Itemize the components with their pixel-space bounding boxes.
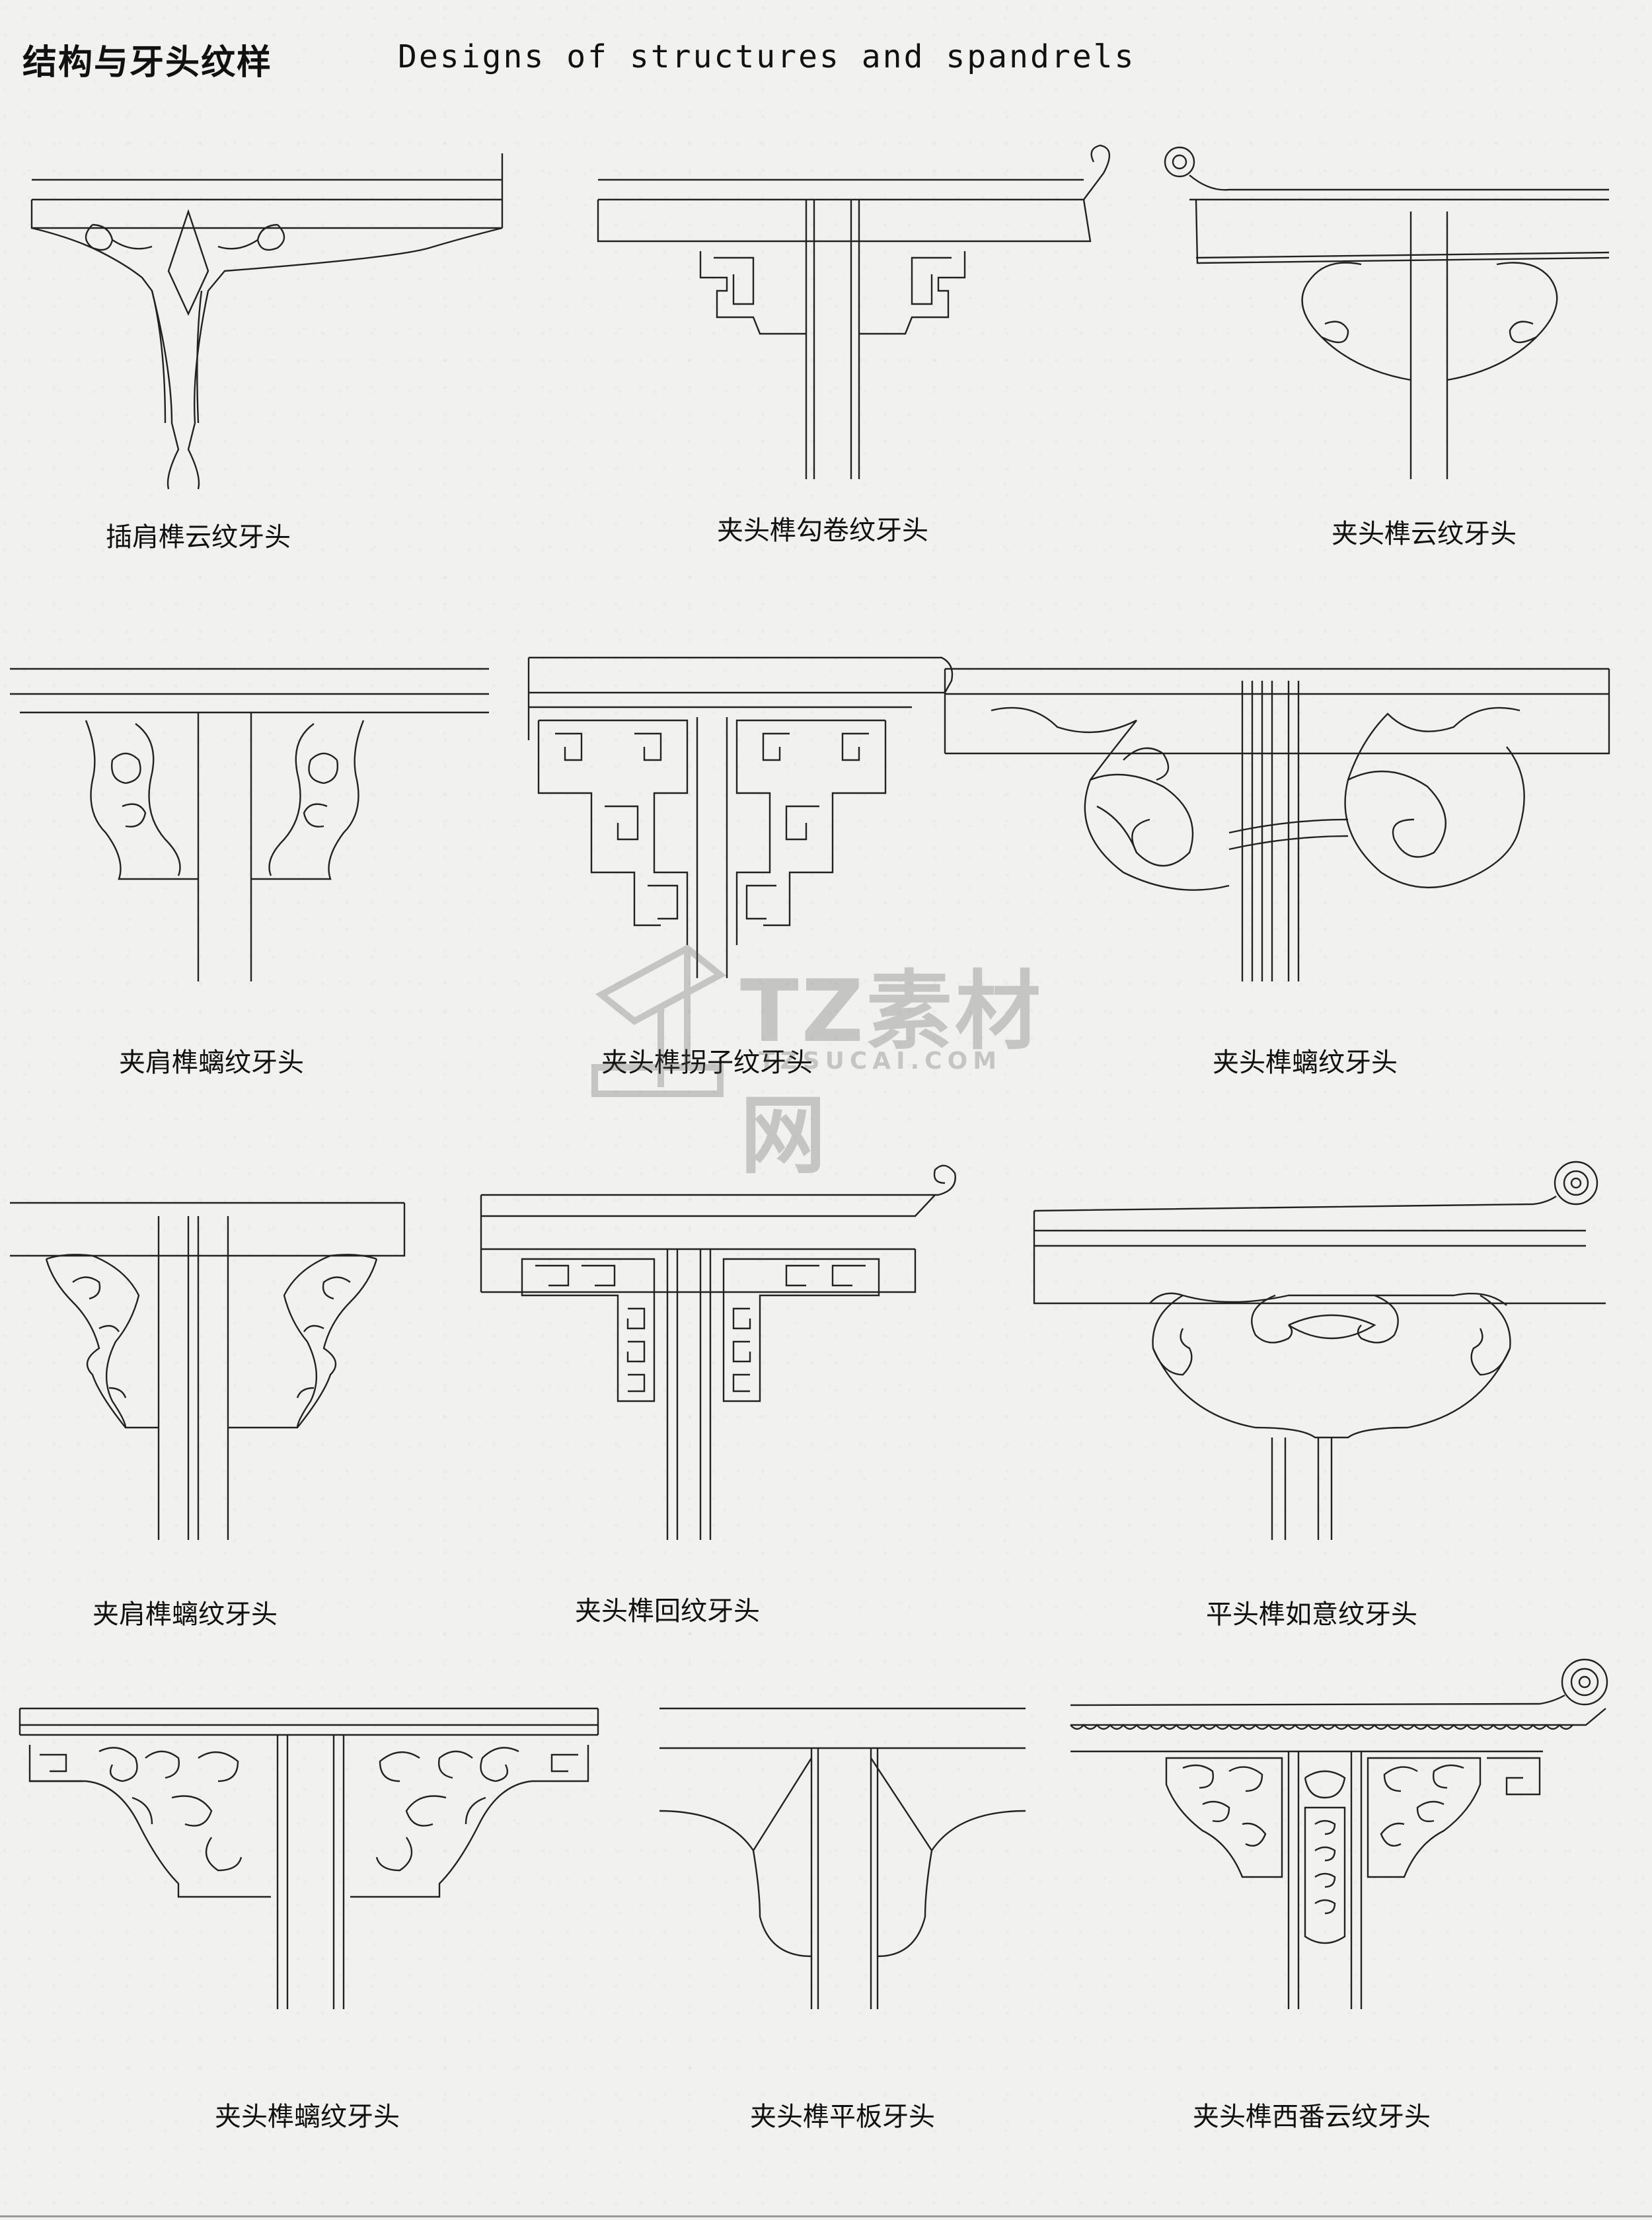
caption-12: 夹头榫西番云纹牙头 xyxy=(1193,2102,1431,2132)
caption-11: 夹头榫平板牙头 xyxy=(750,2102,935,2132)
drawing-1 xyxy=(30,153,504,490)
drawing-10 xyxy=(19,1707,599,2009)
caption-7: 夹肩榫螭纹牙头 xyxy=(93,1599,278,1630)
drawing-2 xyxy=(597,144,1110,479)
page-title-english: Designs of structures and spandrels xyxy=(398,38,1136,75)
caption-1: 插肩榫云纹牙头 xyxy=(106,522,291,553)
caption-9: 平头榫如意纹牙头 xyxy=(1206,1599,1417,1630)
drawing-6 xyxy=(944,668,1610,981)
drawing-9 xyxy=(1033,1161,1606,1540)
caption-3: 夹头榫云纹牙头 xyxy=(1332,519,1517,549)
watermark: TZ素材网 TZSUCAI.COM xyxy=(588,929,1090,1186)
caption-6: 夹头榫螭纹牙头 xyxy=(1213,1048,1398,1078)
drawing-8 xyxy=(480,1165,956,1540)
caption-5: 夹头榫拐子纹牙头 xyxy=(601,1048,813,1078)
drawing-4 xyxy=(10,668,489,981)
watermark-brand: TZ素材网 xyxy=(740,961,1043,1186)
bottom-rule xyxy=(0,2215,1652,2217)
caption-10: 夹头榫螭纹牙头 xyxy=(215,2102,400,2132)
watermark-domain: TZSUCAI.COM xyxy=(759,1048,1002,1075)
drawing-3 xyxy=(1164,146,1610,479)
page-title-chinese: 结构与牙头纹样 xyxy=(22,43,273,83)
watermark-logo-icon xyxy=(591,944,727,1097)
caption-4: 夹肩榫螭纹牙头 xyxy=(119,1048,304,1078)
drawing-12 xyxy=(1070,1658,1608,2009)
caption-2: 夹头榫勾卷纹牙头 xyxy=(717,516,928,546)
caption-8: 夹头榫回纹牙头 xyxy=(575,1596,760,1627)
drawing-11 xyxy=(659,1707,1026,2009)
drawing-7 xyxy=(10,1202,406,1540)
